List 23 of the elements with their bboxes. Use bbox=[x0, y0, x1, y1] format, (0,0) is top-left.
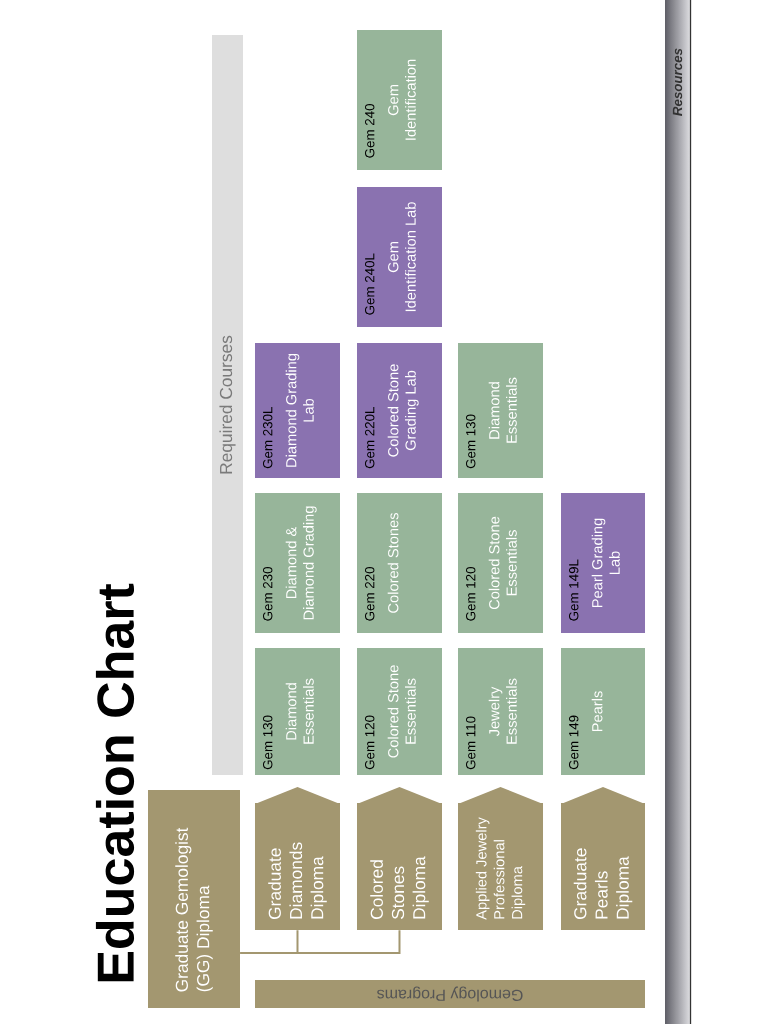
course-box: Gem 240 Gem Identification bbox=[357, 30, 442, 170]
course-box: Gem 220 Colored Stones bbox=[357, 493, 442, 633]
connector-line bbox=[239, 929, 401, 954]
course-box: Gem 149 Pearls bbox=[561, 648, 645, 775]
program-arrow-box: Applied Jewelry Professional Diploma bbox=[458, 787, 543, 930]
program-arrow-box: Graduate Diamonds Diploma bbox=[255, 787, 340, 930]
section-band: Gemology Programs bbox=[255, 980, 645, 1008]
program-arrow-box: Graduate Pearls Diploma bbox=[561, 787, 645, 930]
course-box: Gem 230 Diamond & Diamond Grading bbox=[255, 493, 340, 633]
course-box: Gem 149L Pearl Grading Lab bbox=[561, 493, 645, 633]
course-box: Gem 240L Gem Identification Lab bbox=[357, 187, 442, 327]
course-box: Gem 110 Jewelry Essentials bbox=[458, 648, 543, 775]
section-band: Required Courses bbox=[212, 35, 243, 775]
title: Education Chart bbox=[95, 583, 135, 982]
program-box: Graduate Gemologist (GG) Diploma bbox=[148, 790, 240, 1008]
course-box: Gem 220L Colored Stone Grading Lab bbox=[357, 343, 442, 478]
course-box: Gem 230L Diamond Grading Lab bbox=[255, 343, 340, 478]
program-arrow-box: Colored Stones Diploma bbox=[357, 787, 442, 930]
course-box: Gem 120 Colored Stone Essentials bbox=[357, 648, 442, 775]
resources-bar: Resources bbox=[672, 0, 692, 1024]
course-box: Gem 130 Diamond Essentials bbox=[458, 343, 543, 478]
course-box: Gem 130 Diamond Essentials bbox=[255, 648, 340, 775]
course-box: Gem 120 Colored Stone Essentials bbox=[458, 493, 543, 633]
